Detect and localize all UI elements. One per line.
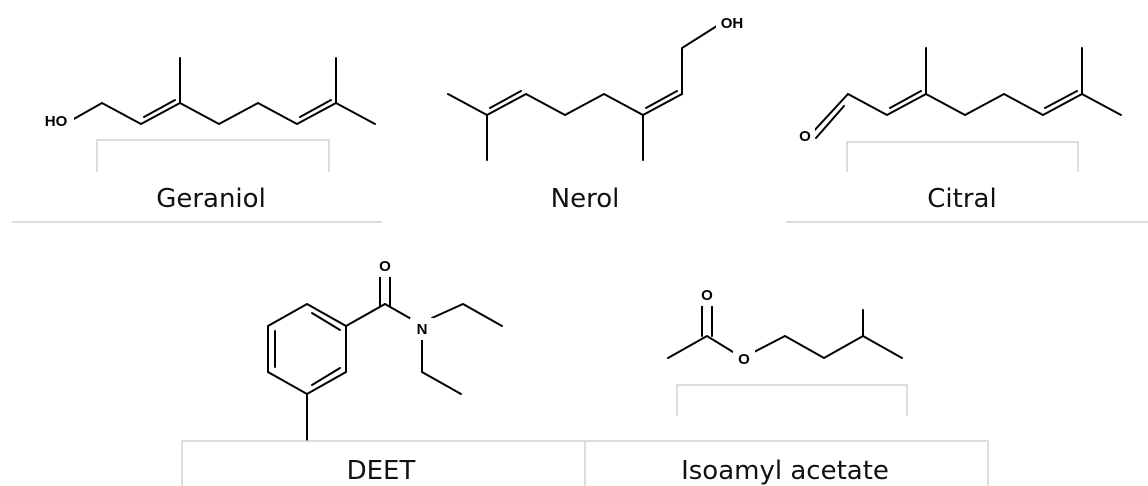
isoamyl-acetate-structure: O O (667, 284, 903, 370)
isoamyl-acetate-caption: Isoamyl acetate (681, 456, 889, 486)
geraniol-hydroxyl-label: HO (45, 113, 68, 130)
citral-caption: Citral (927, 184, 996, 214)
deet-label-group: DEET (181, 440, 586, 486)
deet-nitrogen-label: N (417, 321, 428, 338)
citral-label-group: Citral (786, 141, 1148, 223)
citral-carbonyl-oxygen-label: O (799, 128, 811, 145)
nerol-label-group: Nerol (551, 184, 620, 214)
deet-structure: O N (267, 255, 503, 441)
isoamyl-acetate-carbonyl-oxygen-label: O (701, 287, 713, 304)
deet-carbonyl-oxygen-label: O (379, 258, 391, 275)
nerol-structure: OH (447, 12, 748, 161)
isoamyl-acetate-label-group: Isoamyl acetate (585, 384, 989, 486)
geraniol-structure: HO (38, 57, 376, 130)
geraniol-caption: Geraniol (156, 184, 266, 214)
geraniol-label-group: Geraniol (12, 139, 382, 223)
isoamyl-acetate-ester-oxygen-label: O (738, 351, 750, 368)
nerol-hydroxyl-label: OH (721, 15, 744, 32)
deet-caption: DEET (347, 456, 416, 486)
nerol-caption: Nerol (551, 184, 620, 214)
citral-structure: O (795, 47, 1122, 147)
